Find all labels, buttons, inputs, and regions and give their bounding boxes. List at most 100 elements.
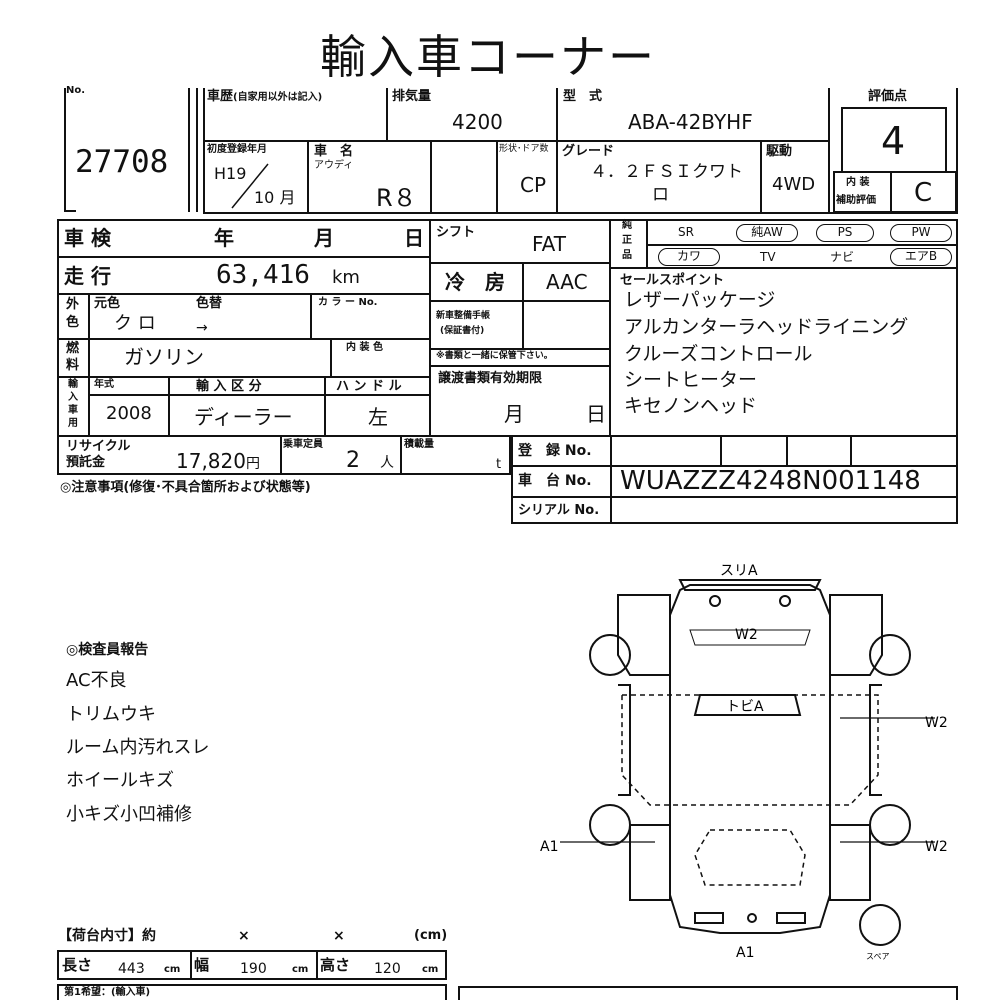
owner-label: 第1希望：(輸入車) (64, 987, 151, 998)
diagram-front-label: スリA (720, 563, 758, 579)
first-reg-year: H19 (214, 164, 247, 183)
inspector-item: ホイールキズ (66, 770, 174, 791)
import-year-label: 年式 (94, 379, 114, 390)
mileage-label: 走 行 (64, 264, 111, 288)
registration-label: 登 録 No. (518, 443, 592, 459)
cargo-height-unit: cm (422, 964, 439, 975)
diagram-spare-label: スペア (866, 952, 889, 961)
color-label2: 色 (66, 315, 80, 330)
equip-pw: PW (890, 224, 952, 242)
equip-airbag: エアB (890, 248, 952, 266)
serial-label: シリアル No. (518, 503, 600, 518)
model-label: 型 式 (563, 89, 603, 104)
inspector-item: AC不良 (66, 670, 127, 691)
handle-label: ハ ン ド ル (336, 379, 402, 394)
inspector-item: 小キズ小凹補修 (66, 804, 192, 825)
inspection-label: 車 検 (64, 226, 111, 250)
equip-alloy-wheel: 純AW (736, 224, 798, 242)
import-label1: 輸 (68, 379, 78, 390)
inspection-day: 日 (404, 226, 424, 250)
equipment-label2: 正 (622, 235, 632, 246)
score-value: 4 (881, 119, 906, 163)
maintenance-label1: 新車整備手帳 (436, 311, 491, 321)
displacement-label: 排気量 (392, 89, 432, 104)
grade-label: グレード (562, 144, 615, 159)
docs-label: 譲渡書類有効期限 (438, 371, 543, 386)
body-value: CP (520, 173, 547, 197)
first-reg-label: 初度登録年月 (207, 144, 267, 155)
import-label4: 用 (68, 418, 78, 429)
drive-value: 4WD (772, 174, 816, 195)
caution-label: ◎注意事項(修復･不具合箇所および状態等) (60, 480, 311, 495)
body-label: 形状･ドア数 (499, 144, 549, 154)
capacity-unit: 人 (380, 455, 394, 471)
car-name-label: 車 名 (314, 144, 354, 159)
diagram-hood-label: W2 (735, 627, 758, 643)
equip-leather: カワ (658, 248, 720, 266)
interior-score-value: C (914, 178, 933, 208)
recycle-value: 17,820円 (176, 449, 260, 473)
cargo-height-label: 高さ (320, 956, 351, 974)
score-label: 評価点 (868, 89, 908, 104)
drive-label: 駆動 (766, 144, 793, 159)
diagram-right-rear-label: W2 (925, 839, 948, 855)
cargo-times-1: × (238, 928, 250, 944)
docs-day: 日 (586, 402, 606, 426)
docs-month: 月 (504, 402, 524, 426)
color-change-arrow: → (196, 320, 208, 336)
lot-label: No. (66, 85, 86, 96)
grade-line2: ロ (652, 185, 669, 205)
interior-score-label1: 内 装 (846, 177, 870, 188)
inspector-report-title: ◎検査員報告 (66, 642, 149, 658)
ac-label: 冷 房 (445, 270, 505, 294)
handle-value: 左 (368, 405, 388, 429)
ac-value: AAC (546, 270, 588, 294)
load-label: 積載量 (404, 439, 434, 450)
fuel-label1: 燃 (66, 341, 80, 356)
orig-color-label: 元色 (94, 296, 121, 311)
diagram-roof-label: トビA (726, 699, 764, 715)
maintenance-label2: (保証書付) (440, 326, 485, 336)
cargo-width: 190 (240, 961, 267, 977)
lot-number: 27708 (75, 144, 169, 180)
page-title: 輸入車コーナー (320, 30, 656, 84)
fuel-label2: 料 (66, 358, 80, 373)
import-type: ディーラー (194, 405, 293, 429)
color-code-label: カ ラ ー No. (318, 297, 378, 308)
chassis-number: WUAZZZ4248N001148 (620, 466, 921, 496)
inspector-item: トリムウキ (66, 704, 156, 725)
interior-color-label: 内 装 色 (346, 342, 383, 353)
grade-line1: ４．２ＦＳＩクワト (590, 162, 743, 182)
mileage-value: 63,416 (216, 260, 310, 290)
shift-value: FAT (532, 232, 567, 256)
sales-point-item: クルーズコントロール (624, 343, 813, 365)
inspector-item: ルーム内汚れスレ (66, 737, 210, 758)
first-reg-slash (231, 163, 269, 209)
interior-score-label2: 補助評価 (836, 195, 876, 206)
fuel-value: ガソリン (124, 345, 204, 369)
diagram-left-rear-label: A1 (540, 839, 558, 855)
color-change-label: 色替 (196, 296, 223, 311)
car-name-value: R８ (376, 184, 417, 212)
capacity-label: 乗車定員 (283, 439, 323, 450)
diagram-right-side-label: W2 (925, 715, 948, 731)
import-type-label: 輸 入 区 分 (196, 379, 262, 394)
cargo-height: 120 (374, 961, 401, 977)
car-damage-diagram: スリA W2 トビA W2 W2 A1 A1 スペア (540, 563, 948, 961)
equip-sr: SR (678, 225, 694, 239)
recycle-label1: リサイクル (66, 439, 131, 454)
sales-points-label: セールスポイント (620, 273, 725, 288)
cargo-width-unit: cm (292, 964, 309, 975)
equip-ps: PS (816, 224, 874, 242)
sales-point-item: シートヒーター (624, 369, 758, 391)
car-maker: アウディ (314, 160, 354, 171)
sales-point-item: レザーパッケージ (624, 289, 776, 311)
equipment-label1: 純 (622, 220, 632, 231)
mileage-unit: km (332, 267, 360, 288)
inspection-month: 月 (314, 226, 334, 250)
equipment-label3: 品 (622, 250, 632, 261)
import-label3: 車 (68, 405, 78, 416)
orig-color-value: ク ロ (114, 313, 156, 334)
first-reg-month: 10 月 (254, 188, 296, 207)
import-year: 2008 (106, 403, 152, 424)
